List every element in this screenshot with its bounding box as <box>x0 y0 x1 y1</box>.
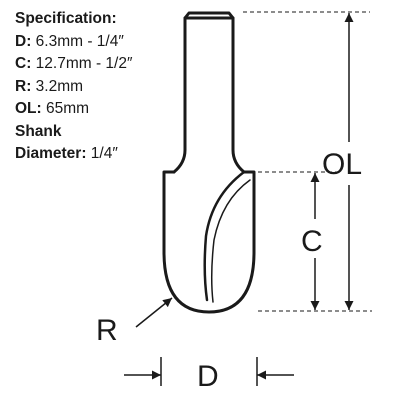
router-bit <box>162 11 256 314</box>
spec-heading: Specification: <box>15 10 117 27</box>
spec-shank-label: Shank <box>15 122 62 140</box>
flute <box>203 170 246 302</box>
spec-row-c: C: 12.7mm - 1/2″ <box>15 55 133 72</box>
ol-label: OL <box>322 148 362 181</box>
r-dimension: R <box>96 297 173 347</box>
spec-row-r: R: 3.2mm <box>15 77 84 95</box>
specification-block: Specification: D: 6.3mm - 1/4″ C: 12.7mm… <box>15 8 132 166</box>
c-label: C <box>301 225 323 258</box>
cutter-body <box>162 170 256 314</box>
r-label: R <box>96 314 118 347</box>
extension-lines <box>243 11 372 312</box>
d-dimension: D <box>124 357 294 393</box>
ol-dimension: OL <box>322 13 362 310</box>
spec-row-ol: OL: 65mm <box>15 100 90 117</box>
spec-row-d: D: 6.3mm - 1/4″ <box>15 32 124 50</box>
d-label: D <box>197 360 219 393</box>
c-dimension: C <box>301 173 323 310</box>
shank <box>172 16 246 174</box>
spec-shank-diameter: Diameter: 1/4″ <box>15 145 118 162</box>
shank-top <box>183 11 235 20</box>
